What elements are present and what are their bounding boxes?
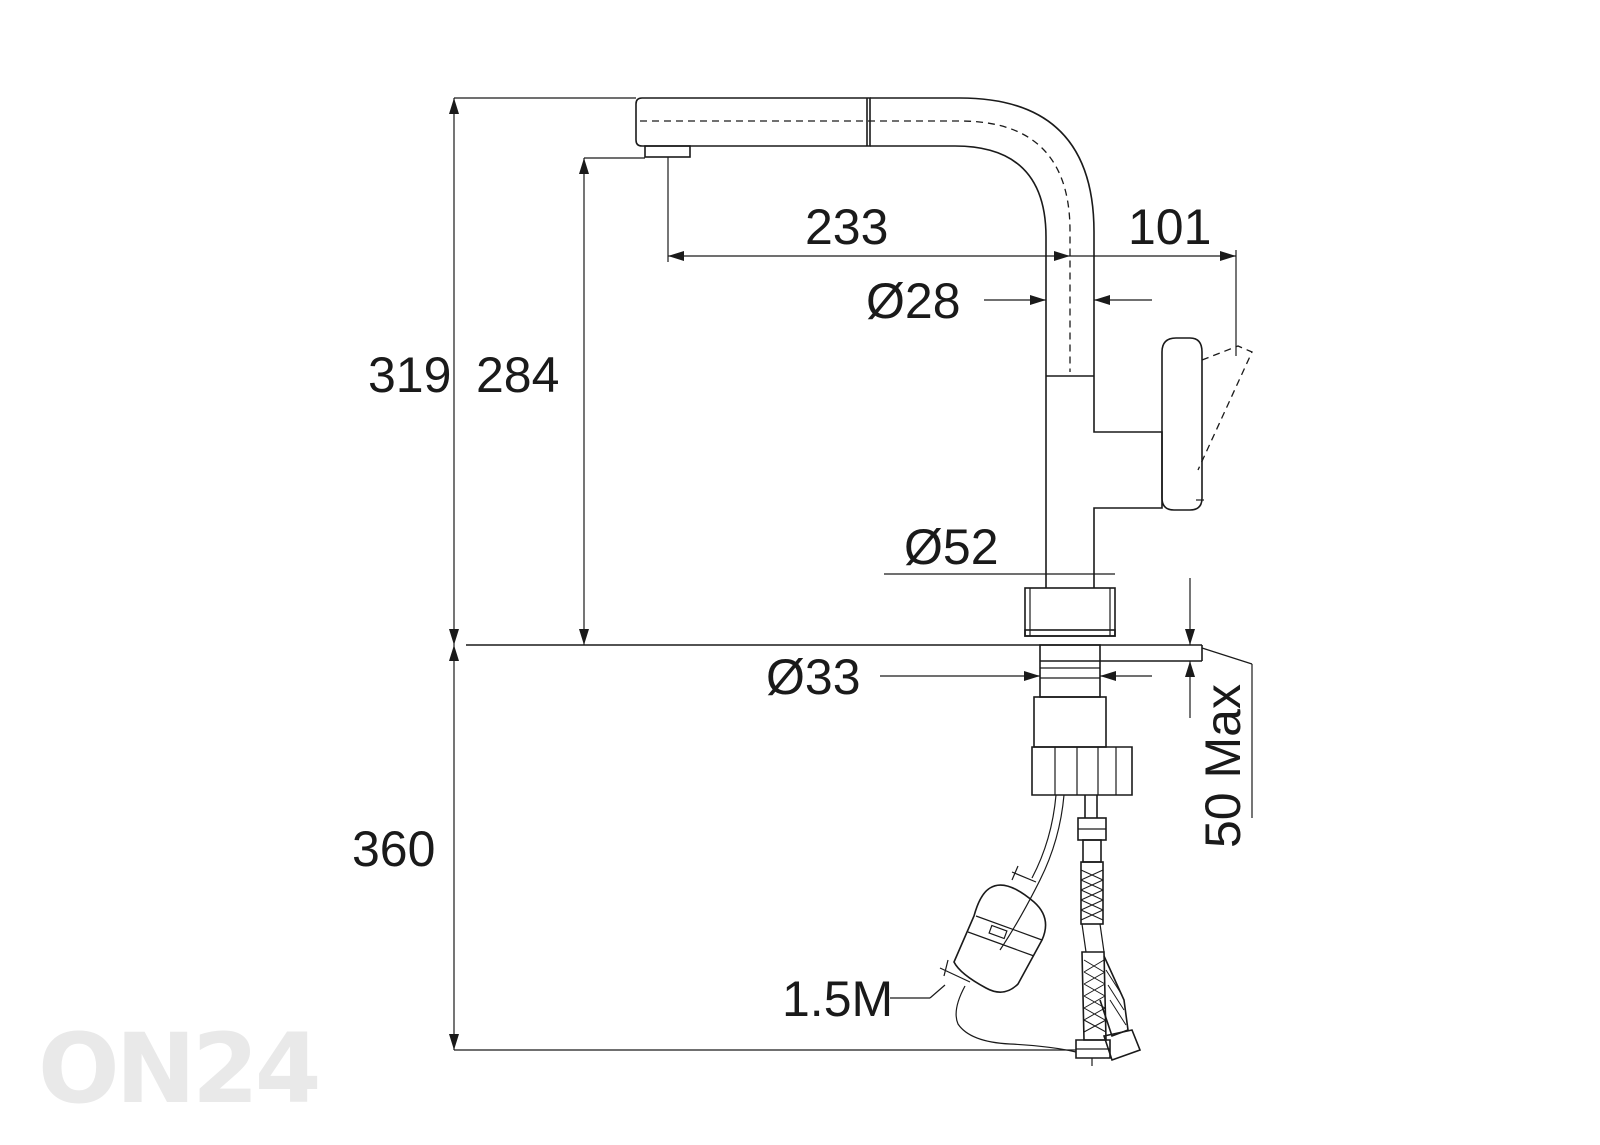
label-diameter-28: Ø28 [866,273,961,329]
label-50-max: 50 Max [1195,684,1251,848]
supply-hose [1075,817,1142,1066]
label-360: 360 [352,821,435,877]
dimension-lines [449,97,1253,1051]
faucet-handle [1161,337,1253,511]
label-diameter-33: Ø33 [766,649,861,705]
faucet-spout [635,97,1095,376]
label-284: 284 [476,347,559,403]
label-1-5m: 1.5M [782,971,893,1027]
watermark-logo: ON24 [38,1013,318,1125]
label-101: 101 [1128,199,1211,255]
faucet-body [1024,375,1163,637]
pullout-hose [939,794,1077,1053]
label-319: 319 [368,347,451,403]
shank-assembly [1031,644,1133,818]
label-233: 233 [805,199,888,255]
label-diameter-52: Ø52 [904,519,999,575]
dimension-labels: 319 284 233 101 Ø28 Ø52 Ø33 360 1.5M 50 … [352,199,1251,1027]
